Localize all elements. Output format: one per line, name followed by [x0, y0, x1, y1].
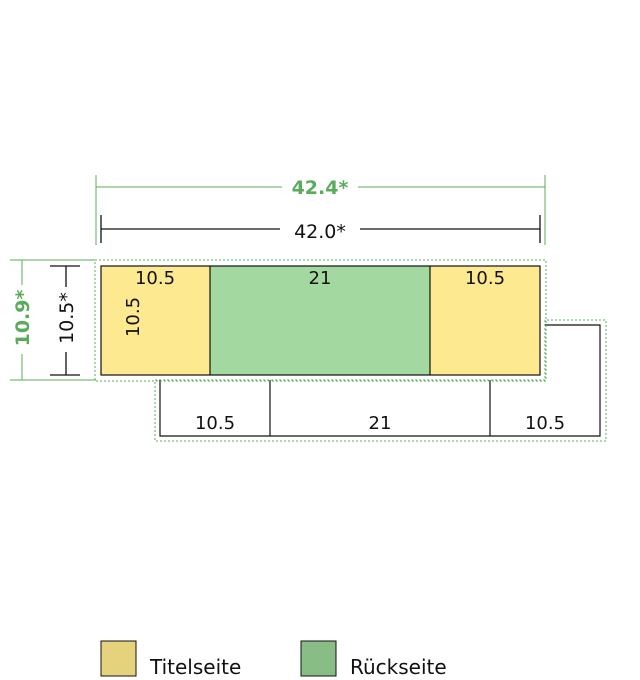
total-width-inner-label: 42.0* — [294, 221, 346, 243]
bottom-left-width-label: 10.5 — [195, 413, 235, 434]
total-height-outer-dimension: 10.9* — [10, 259, 96, 381]
bottom-middle-width-label: 21 — [369, 413, 392, 434]
total-height-outer-label: 10.9* — [12, 290, 34, 347]
legend-item-title-page: Titelseite — [100, 640, 241, 679]
top-bleed-outline — [94, 259, 547, 382]
top-right-width-label: 10.5 — [465, 268, 505, 289]
legend-swatch-back-page — [300, 640, 337, 677]
bottom-right-width-label: 10.5 — [525, 413, 565, 434]
bottom-trim-outline — [159, 324, 601, 437]
total-width-inner-dimension: 42.0* — [100, 215, 541, 243]
title-page-panel-left — [101, 266, 210, 375]
legend-item-back-page: Rückseite — [300, 640, 447, 679]
legend-label-back-page: Rückseite — [350, 655, 447, 679]
bottom-bleed-outline — [154, 319, 607, 442]
top-left-height-label: 10.5 — [123, 297, 144, 337]
bottom-layout: 10.5 21 10.5 — [154, 319, 607, 442]
top-layout: 10.5 10.5 21 10.5 — [94, 259, 547, 382]
total-width-outer-dimension: 42.4* — [95, 175, 546, 245]
total-height-inner-label: 10.5* — [56, 292, 78, 344]
top-left-width-label: 10.5 — [135, 268, 175, 289]
total-width-outer-label: 42.4* — [292, 177, 349, 199]
back-page-panel-middle — [210, 266, 430, 375]
total-height-inner-dimension: 10.5* — [50, 265, 80, 376]
top-middle-width-label: 21 — [309, 268, 332, 289]
top-trim-outline — [100, 265, 541, 376]
legend-label-title-page: Titelseite — [149, 655, 241, 679]
legend-swatch-title-page — [100, 640, 137, 677]
title-page-panel-right — [430, 266, 540, 375]
legend: Titelseite Rückseite — [100, 640, 447, 679]
